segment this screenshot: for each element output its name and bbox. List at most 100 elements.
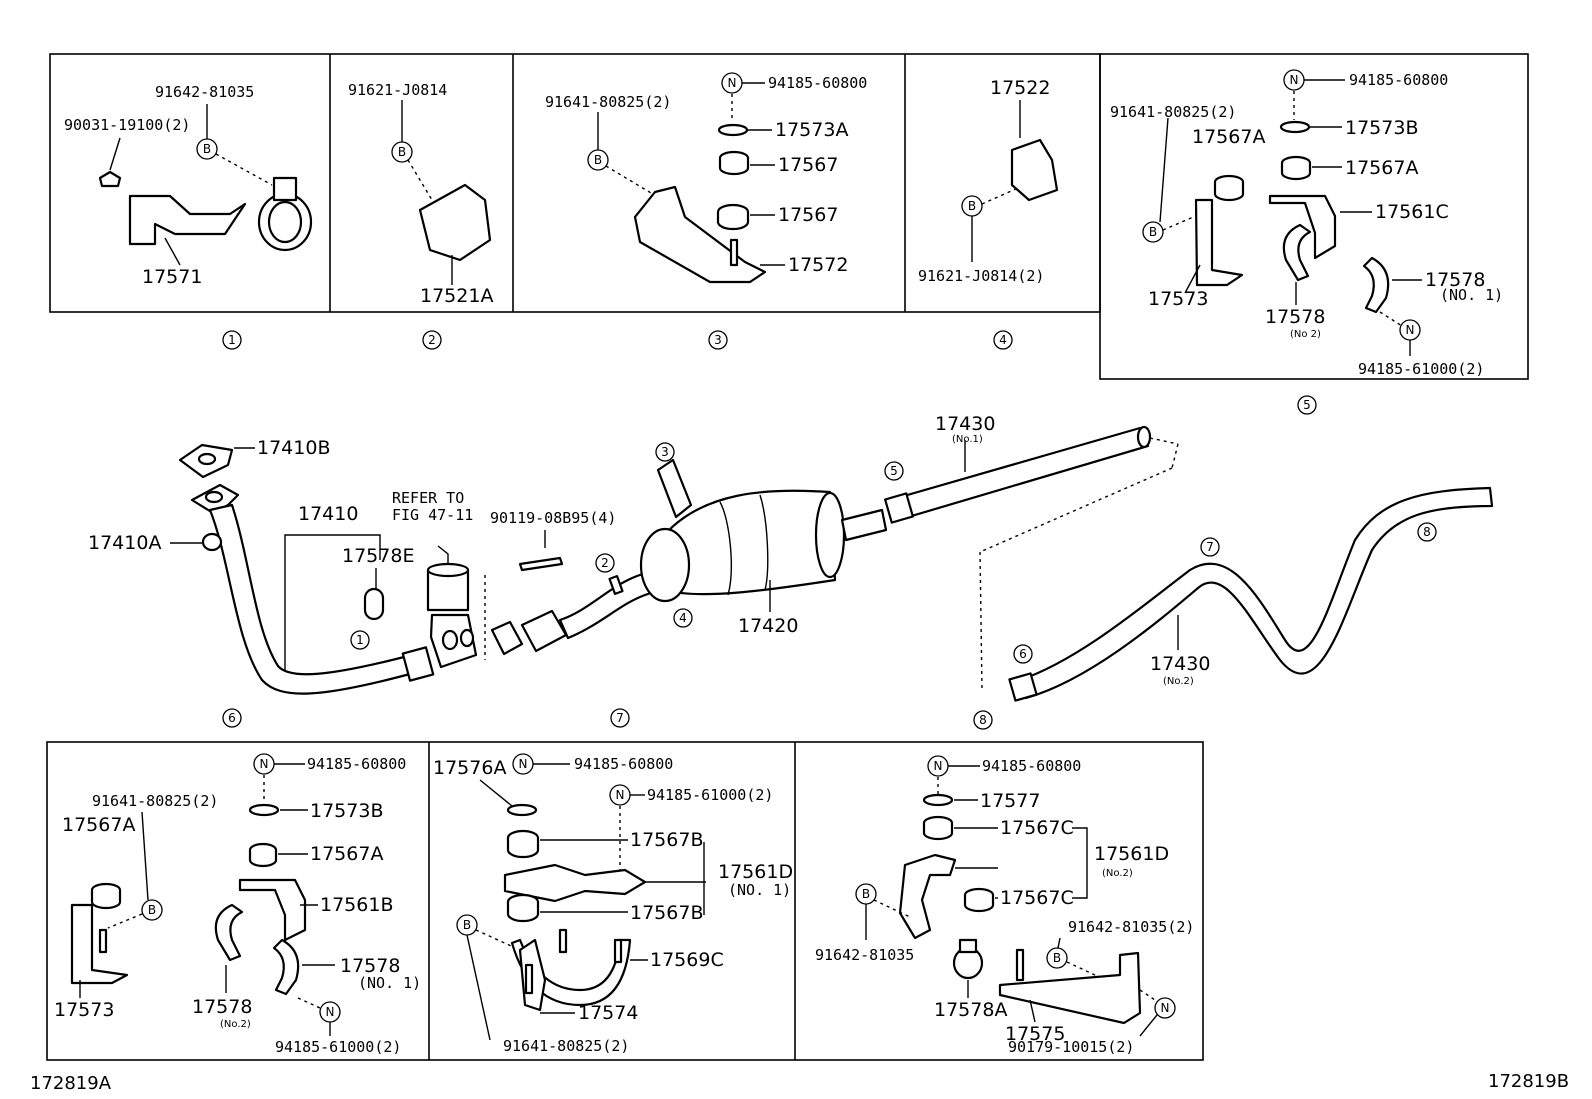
- cushion-17567A-left: [90, 882, 122, 910]
- cushion-17567B-lower: [506, 893, 540, 923]
- panel-2: 91621-J0814 B 17521A: [348, 81, 493, 307]
- panel-7: 17576A N 94185-60800 N 94185-61000(2) 17…: [433, 753, 793, 1055]
- svg-text:N: N: [616, 788, 625, 802]
- label-17567A-right: 17567A: [1345, 157, 1418, 179]
- label-94185-60800: 94185-60800: [768, 74, 867, 92]
- svg-text:7: 7: [616, 711, 624, 725]
- center-pipe-flange: [490, 620, 524, 656]
- label-94185-61000: 94185-61000(2): [647, 786, 773, 804]
- label-17573A: 17573A: [775, 119, 848, 141]
- label-17561D: 17561D: [1094, 843, 1169, 865]
- insulator-17521A: [418, 183, 492, 262]
- muffler-tailpipe-stub: [840, 508, 888, 542]
- label-17578-no1: 17578: [340, 955, 400, 977]
- svg-text:1: 1: [356, 633, 364, 647]
- panel-5-frame: [1099, 53, 1529, 380]
- bolt-mark-b: [141, 899, 163, 921]
- svg-text:5: 5: [1303, 398, 1311, 412]
- svg-text:B: B: [1053, 951, 1061, 965]
- svg-text:4: 4: [679, 611, 687, 625]
- panel-3: N 94185-60800 91641-80825(2) B 17573A 17…: [545, 72, 867, 284]
- label-17430-no1: 17430: [935, 413, 995, 435]
- refer-line-1: REFER TO: [392, 489, 464, 507]
- bracket-17575: [998, 951, 1142, 1025]
- cushion-17567A-left: [1213, 174, 1245, 202]
- bracket-17561D-no2: [898, 853, 957, 940]
- label-17573B: 17573B: [1345, 117, 1418, 139]
- label-17430-no2-sub: (No.2): [1163, 676, 1194, 687]
- label-17420: 17420: [738, 615, 798, 637]
- svg-text:2: 2: [428, 333, 436, 347]
- top-panels: [49, 53, 1529, 380]
- label-17567A-left: 17567A: [1192, 126, 1265, 148]
- bracket-17571: [128, 194, 247, 246]
- svg-text:N: N: [260, 757, 269, 771]
- label-90179-10015: 90179-10015(2): [1008, 1038, 1134, 1056]
- label-17430-no1-sub: (No.1): [952, 434, 983, 445]
- label-17410A: 17410A: [88, 532, 161, 554]
- washer-17573B: [1279, 120, 1311, 134]
- label-17578E: 17578E: [342, 545, 414, 567]
- diagram-id-right: 172819B: [1488, 1071, 1569, 1092]
- label-91621-J0814-2: 91621-J0814(2): [918, 267, 1044, 285]
- svg-text:3: 3: [714, 333, 722, 347]
- cushion-17567-upper: [718, 150, 750, 176]
- label-91642-81035: 91642-81035: [155, 83, 254, 101]
- label-91642-81035: 91642-81035: [815, 946, 914, 964]
- label-no1: (NO. 1): [1440, 286, 1503, 304]
- main-muffler-17420: [658, 489, 837, 596]
- bottom-panel-frame: [46, 741, 1204, 1061]
- center-pipe-coupler: [520, 609, 568, 653]
- svg-text:B: B: [148, 903, 156, 917]
- muffler-hanger-bracket: [656, 458, 693, 519]
- svg-text:4: 4: [999, 333, 1007, 347]
- insulator-17522: [1010, 138, 1059, 202]
- svg-text:3: 3: [661, 445, 669, 459]
- label-17567C-upper: 17567C: [1000, 817, 1074, 839]
- clamp-17578E: [363, 587, 385, 621]
- label-17575: 17575: [1005, 1023, 1065, 1045]
- label-17567A-right: 17567A: [310, 843, 383, 865]
- label-17574: 17574: [578, 1002, 638, 1024]
- label-17578-no2: 17578: [1265, 306, 1325, 328]
- panel-1: 91642-81035 90031-19100(2) B 17571: [64, 83, 313, 288]
- label-17573: 17573: [1148, 288, 1208, 310]
- svg-text:B: B: [968, 199, 976, 213]
- label-91641-80825: 91641-80825(2): [1110, 103, 1236, 121]
- label-no2: (No 2): [1290, 329, 1321, 340]
- bottom-panels: [46, 741, 1204, 1061]
- cushion-17567B-upper: [506, 829, 540, 859]
- bracket-17561C: [1268, 194, 1337, 260]
- stud-bolt-90119: [518, 556, 564, 572]
- svg-text:N: N: [1406, 323, 1415, 337]
- washer-17576A: [506, 803, 538, 817]
- svg-text:7: 7: [1206, 540, 1214, 554]
- label-94185-61000: 94185-61000(2): [1358, 360, 1484, 378]
- svg-text:B: B: [862, 887, 870, 901]
- svg-text:N: N: [326, 1005, 335, 1019]
- cushion-17567C-lower: [963, 887, 995, 913]
- panel-5: N 94185-60800 91641-80825(2) 17573B 1756…: [1110, 69, 1503, 378]
- washer-17573A: [717, 123, 749, 137]
- washer-17573B: [248, 803, 280, 817]
- panel-4: 17522 B 91621-J0814(2): [918, 77, 1059, 285]
- panel-6: N 94185-60800 91641-80825(2) 17573B 1756…: [54, 753, 421, 1056]
- label-no2: (No.2): [1102, 868, 1133, 879]
- refer-line-2: FIG 47-11: [392, 506, 473, 524]
- label-no1: (NO. 1): [728, 881, 791, 899]
- label-17567-upper: 17567: [778, 154, 838, 176]
- cushion-17567A-right: [248, 842, 278, 868]
- label-94185-60800: 94185-60800: [307, 755, 406, 773]
- label-17577: 17577: [980, 790, 1040, 812]
- clamp-17578-no1: [1362, 256, 1390, 314]
- label-17576A: 17576A: [433, 757, 506, 779]
- label-94185-60800: 94185-60800: [574, 755, 673, 773]
- exhaust-assembly: 17410B 17410A 17410 17578E REFER TO FIG …: [88, 413, 1494, 730]
- clamp-17578-no2: [1282, 223, 1312, 282]
- label-17410: 17410: [298, 503, 358, 525]
- bolt-mark-b: [1142, 221, 1164, 243]
- label-17522: 17522: [990, 77, 1050, 99]
- label-17572: 17572: [788, 254, 848, 276]
- tail-pipe-17430-no1: [888, 426, 1150, 522]
